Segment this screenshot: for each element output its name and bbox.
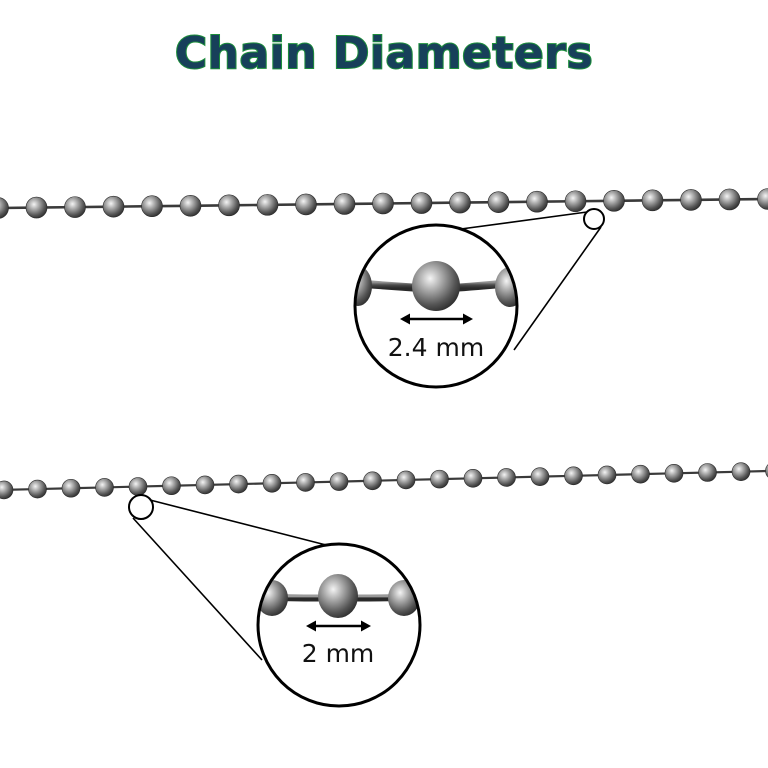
chain-bead [430, 469, 449, 489]
chain-bead [179, 194, 202, 217]
chain-link [3, 469, 768, 492]
magnified-bead [318, 574, 358, 618]
diameter-label: 2 mm [302, 639, 375, 668]
chain-bead [0, 480, 14, 500]
chain-bead [64, 196, 86, 218]
chain-bead [396, 470, 416, 490]
chain-bead [195, 475, 215, 495]
chain-bead [256, 194, 279, 216]
chain-bead [218, 194, 240, 217]
chain-bead [597, 465, 617, 485]
chain-2-4mm [0, 188, 768, 219]
chain-bead [102, 195, 125, 218]
chain-bead [95, 478, 114, 497]
chain-bead [141, 195, 163, 218]
chain-bead [530, 467, 550, 486]
chain-bead [363, 471, 382, 491]
chain-bead [564, 466, 583, 486]
chain-bead [680, 189, 702, 211]
chain-link [0, 197, 768, 210]
chain-bead [296, 473, 315, 492]
chain-bead [61, 478, 81, 498]
chain-bead [564, 190, 587, 213]
chain-2mm [0, 462, 768, 500]
chain-bead [128, 477, 148, 496]
callout-bottom: 2 mm [128, 494, 422, 708]
callout-marker-circle [583, 208, 605, 230]
chain-bead [229, 474, 248, 494]
chain-bead [698, 463, 717, 482]
chain-bead [449, 191, 471, 214]
chain-bead [603, 190, 625, 212]
chain-bead [718, 188, 741, 211]
chain-bead [765, 464, 768, 478]
chain-bead [487, 191, 510, 213]
chain-bead [262, 473, 282, 493]
chain-bead [372, 192, 394, 215]
chain-bead [664, 464, 684, 483]
magnifier-ring [353, 223, 519, 389]
chain-bead [162, 476, 181, 496]
chain-bead [28, 479, 47, 499]
magnified-bead [412, 261, 460, 311]
chain-bead [731, 462, 751, 481]
chain-bead [295, 193, 317, 216]
page-title: Chain Diameters [174, 27, 594, 80]
chain-bead [463, 468, 483, 488]
callout-leader-line [149, 499, 327, 546]
callout-leader-line [445, 211, 588, 232]
measure-arrow [306, 620, 371, 632]
chain-bead [526, 190, 548, 213]
magnifier-ring [256, 542, 422, 708]
chain-bead [641, 189, 664, 212]
chain-bead [497, 468, 516, 487]
chain-bead [329, 472, 349, 491]
chain-bead [757, 188, 768, 210]
chain-bead [25, 196, 48, 219]
callout-leader-line [132, 517, 263, 661]
chain-bead [0, 197, 9, 219]
chain-bead [410, 192, 433, 214]
callout-marker-circle [128, 494, 154, 520]
diameter-label: 2.4 mm [388, 333, 484, 362]
chain-bead [333, 193, 356, 215]
callout-leader-line [513, 226, 602, 351]
measure-arrow [400, 313, 473, 325]
callout-top: 2.4 mm [353, 208, 605, 389]
chain-bead [631, 464, 650, 484]
